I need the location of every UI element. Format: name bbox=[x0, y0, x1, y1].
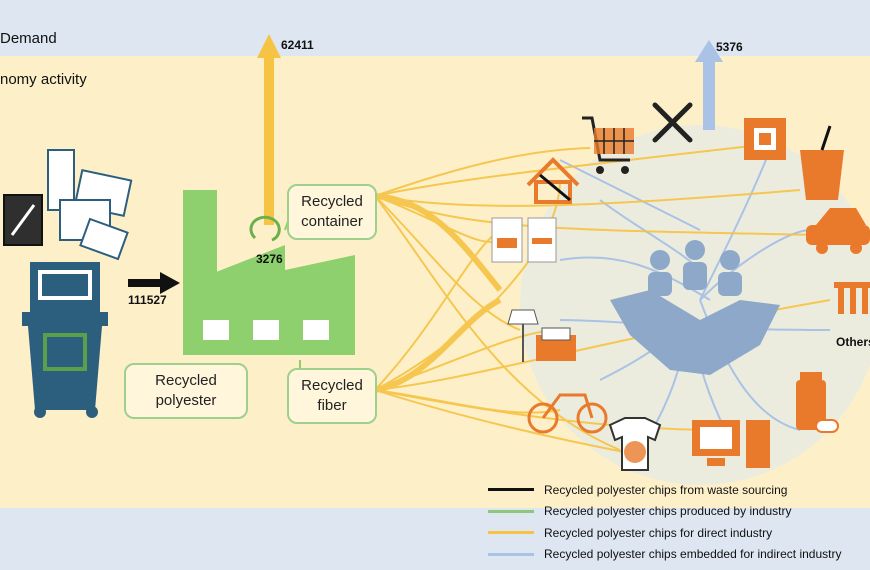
recycled-container-box: Recycled container bbox=[287, 184, 377, 240]
handshake-people-icon bbox=[610, 240, 780, 375]
waste-input-value: 111527 bbox=[128, 293, 167, 307]
tshirt-icon bbox=[608, 417, 662, 471]
direct-export-value: 62411 bbox=[281, 38, 314, 52]
test-tubes-icon bbox=[834, 282, 870, 314]
house-icon bbox=[526, 157, 580, 204]
direct-export-arrow-head bbox=[257, 34, 281, 58]
recirculated-value: 3276 bbox=[256, 252, 283, 266]
indirect-export-value: 5376 bbox=[716, 40, 743, 54]
indirect-export-arrow bbox=[703, 60, 715, 130]
waste-electronics-icon bbox=[3, 149, 133, 261]
recirculation-arrow bbox=[249, 215, 281, 242]
waste-input-arrow bbox=[128, 279, 164, 287]
recycling-bin-icon bbox=[22, 262, 108, 418]
tools-icon bbox=[652, 102, 693, 143]
bicycle-icon bbox=[527, 393, 608, 434]
legend-item: Recycled polyester chips from waste sour… bbox=[488, 479, 841, 501]
chip-icon bbox=[744, 118, 786, 160]
legend-label: Recycled polyester chips embedded for in… bbox=[544, 547, 842, 562]
bottom-band bbox=[0, 508, 870, 570]
cup-icon bbox=[800, 125, 844, 200]
lamp-chair-icon bbox=[507, 309, 576, 362]
legend-item: Recycled polyester chips embedded for in… bbox=[488, 544, 841, 566]
car-icon bbox=[806, 208, 870, 254]
legend-item: Recycled polyester chips produced by ind… bbox=[488, 501, 841, 523]
legend-item: Recycled polyester chips for direct indu… bbox=[488, 522, 841, 544]
food-cartons-icon bbox=[491, 217, 557, 263]
legend-swatch bbox=[488, 552, 534, 556]
demand-label: Demand bbox=[0, 30, 57, 47]
demand-band bbox=[0, 0, 870, 56]
factory-windows bbox=[203, 320, 329, 340]
legend-label: Recycled polyester chips produced by ind… bbox=[544, 504, 792, 519]
others-label: Others bbox=[836, 335, 870, 349]
recycled-polyester-box: Recycled polyester bbox=[124, 363, 248, 419]
recycled-fiber-box: Recycled fiber bbox=[287, 368, 377, 424]
direct-export-arrow bbox=[264, 55, 274, 225]
legend-swatch bbox=[488, 509, 534, 513]
shopping-cart-icon bbox=[582, 116, 634, 174]
pill-bottle-icon bbox=[796, 372, 839, 433]
legend: Recycled polyester chips from waste sour… bbox=[488, 479, 841, 565]
waste-input-arrow-head bbox=[160, 272, 180, 294]
legend-label: Recycled polyester chips for direct indu… bbox=[544, 525, 773, 540]
indirect-industry-hub bbox=[520, 125, 870, 485]
legend-swatch bbox=[488, 531, 534, 535]
economy-activity-label: nomy activity bbox=[0, 71, 87, 88]
legend-label: Recycled polyester chips from waste sour… bbox=[544, 482, 788, 497]
indirect-export-arrow-head bbox=[695, 40, 723, 62]
legend-swatch bbox=[488, 488, 534, 492]
computer-icon bbox=[692, 420, 770, 468]
